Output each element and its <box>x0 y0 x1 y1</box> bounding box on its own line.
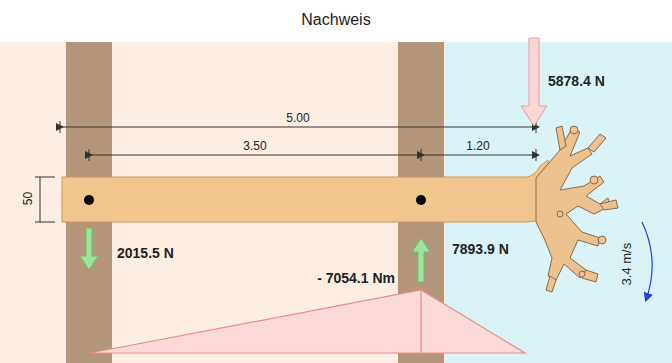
pin <box>84 195 94 205</box>
dimension-label: 3.50 <box>243 140 266 153</box>
force-label: 7893.9 N <box>452 242 509 257</box>
dimension-label: 5.00 <box>286 112 309 125</box>
dimension-label: 1.20 <box>466 140 489 153</box>
dimension-lines <box>35 121 536 222</box>
reaction-arrow <box>80 228 98 270</box>
moment-diagram <box>90 290 525 353</box>
tree-crown <box>536 126 618 292</box>
title: Nachweis <box>301 11 370 29</box>
reaction-arrow <box>412 238 430 282</box>
speed-label: 3.4 m/s <box>620 243 634 286</box>
moment-line <box>420 290 421 353</box>
load-arrow <box>521 38 547 126</box>
force-label: 2015.5 N <box>117 246 174 261</box>
pin <box>416 195 426 205</box>
beam <box>62 160 550 222</box>
dimension-label: 50 <box>22 192 35 205</box>
moment-label: - 7054.1 Nm <box>317 271 395 286</box>
current-arrow <box>642 222 652 300</box>
force-label: 5878.4 N <box>548 74 605 89</box>
